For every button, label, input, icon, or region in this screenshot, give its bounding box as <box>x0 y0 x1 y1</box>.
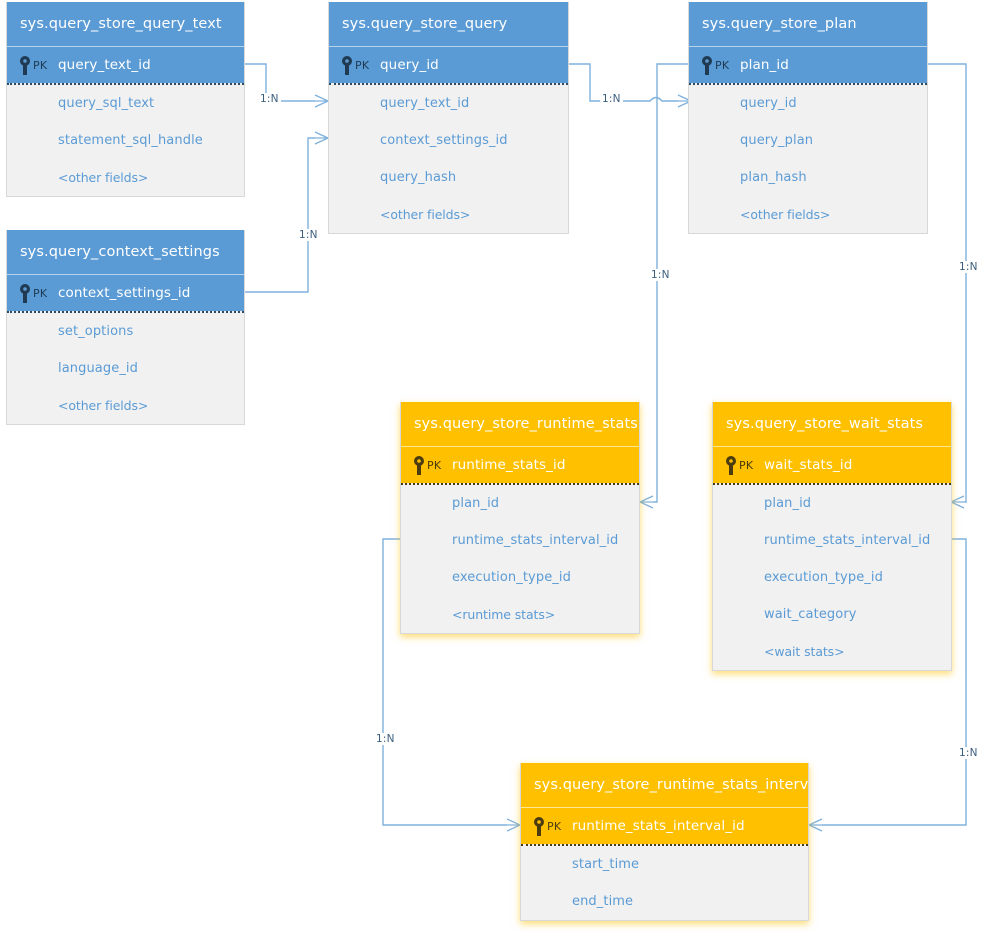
cardinality-label-plan-wait-stats: 1:N <box>957 261 980 273</box>
primary-key-row[interactable]: PK query_text_id <box>7 46 244 83</box>
key-icon <box>20 284 30 303</box>
pk-field-name: plan_id <box>740 57 789 73</box>
connector-context-settings-to-query <box>245 131 329 293</box>
pk-field-name: context_settings_id <box>58 285 191 301</box>
field-list: query_sql_text statement_sql_handle <oth… <box>7 83 244 196</box>
field-row-other: <other fields> <box>380 207 471 222</box>
pk-badge: PK <box>427 459 442 472</box>
field-list: query_text_id context_settings_id query_… <box>329 83 568 233</box>
field-row: execution_type_id <box>452 570 571 585</box>
pk-badge: PK <box>33 287 48 300</box>
field-row: query_id <box>740 96 797 111</box>
field-row: plan_id <box>764 496 812 511</box>
field-row: language_id <box>58 361 138 376</box>
entity-title: sys.query_store_wait_stats <box>713 402 951 446</box>
cardinality-label-context-settings-query: 1:N <box>297 229 320 241</box>
field-row: end_time <box>572 894 634 909</box>
field-row: execution_type_id <box>764 570 883 585</box>
pk-field-name: runtime_stats_interval_id <box>572 818 745 834</box>
field-row: plan_id <box>452 496 500 511</box>
field-list: set_options language_id <other fields> <box>7 311 244 424</box>
entity-query-store-runtime-stats[interactable]: sys.query_store_runtime_stats PK runtime… <box>400 402 640 634</box>
pk-field-name: query_text_id <box>58 57 151 73</box>
entity-query-store-wait-stats[interactable]: sys.query_store_wait_stats PK wait_stats… <box>712 402 952 671</box>
field-row: runtime_stats_interval_id <box>764 533 931 548</box>
field-row-other: <other fields> <box>58 170 149 185</box>
entity-title: sys.query_store_plan <box>689 2 927 46</box>
pk-field-name: query_id <box>380 57 439 73</box>
pk-badge: PK <box>547 820 562 833</box>
field-row: set_options <box>58 324 134 339</box>
field-list: plan_id runtime_stats_interval_id execut… <box>713 483 951 670</box>
key-icon <box>702 56 712 75</box>
pk-field-name: wait_stats_id <box>764 457 853 473</box>
cardinality-label-query-text-query: 1:N <box>258 93 281 105</box>
key-icon <box>20 56 30 75</box>
entity-title: sys.query_store_runtime_stats_interval <box>521 763 808 807</box>
field-row: query_plan <box>740 133 814 148</box>
key-icon <box>414 456 424 475</box>
key-icon <box>342 56 352 75</box>
field-list: plan_id runtime_stats_interval_id execut… <box>401 483 639 633</box>
connector-plan-to-runtime-stats <box>639 63 688 509</box>
entity-title: sys.query_store_query_text <box>7 2 244 46</box>
field-row-other: <other fields> <box>740 207 831 222</box>
key-icon <box>726 456 736 475</box>
entity-query-store-query[interactable]: sys.query_store_query PK query_id query_… <box>328 2 569 234</box>
connector-query-to-plan <box>569 63 692 108</box>
field-row: query_text_id <box>380 96 470 111</box>
pk-badge: PK <box>739 459 754 472</box>
field-row: wait_category <box>764 607 857 622</box>
field-row: plan_hash <box>740 170 807 185</box>
primary-key-row[interactable]: PK context_settings_id <box>7 274 244 311</box>
primary-key-row[interactable]: PK runtime_stats_id <box>401 446 639 483</box>
primary-key-row[interactable]: PK wait_stats_id <box>713 446 951 483</box>
key-icon <box>534 817 544 836</box>
entity-title: sys.query_store_runtime_stats <box>401 402 639 446</box>
field-list: start_time end_time <box>521 844 808 920</box>
cardinality-label-interval-runtime-stats: 1:N <box>374 733 397 745</box>
primary-key-row[interactable]: PK plan_id <box>689 46 927 83</box>
field-row-other: <runtime stats> <box>452 607 556 622</box>
pk-badge: PK <box>355 59 370 72</box>
field-row: statement_sql_handle <box>58 133 203 148</box>
field-row: query_hash <box>380 170 457 185</box>
entity-query-context-settings[interactable]: sys.query_context_settings PK context_se… <box>6 230 245 425</box>
entity-query-store-query-text[interactable]: sys.query_store_query_text PK query_text… <box>6 2 245 197</box>
field-row-other: <other fields> <box>58 398 149 413</box>
field-row: query_sql_text <box>58 96 155 111</box>
entity-query-store-runtime-stats-interval[interactable]: sys.query_store_runtime_stats_interval P… <box>520 763 809 921</box>
pk-field-name: runtime_stats_id <box>452 457 566 473</box>
field-row-other: <wait stats> <box>764 644 845 659</box>
field-list: query_id query_plan plan_hash <other fie… <box>689 83 927 233</box>
pk-badge: PK <box>715 59 730 72</box>
field-row: runtime_stats_interval_id <box>452 533 619 548</box>
field-row: context_settings_id <box>380 133 508 148</box>
primary-key-row[interactable]: PK runtime_stats_interval_id <box>521 807 808 844</box>
cardinality-label-query-plan: 1:N <box>600 93 623 105</box>
entity-title: sys.query_context_settings <box>7 230 244 274</box>
entity-query-store-plan[interactable]: sys.query_store_plan PK plan_id query_id… <box>688 2 928 234</box>
cardinality-label-plan-runtime-stats: 1:N <box>649 269 672 281</box>
cardinality-label-interval-wait-stats: 1:N <box>957 747 980 759</box>
primary-key-row[interactable]: PK query_id <box>329 46 568 83</box>
entity-title: sys.query_store_query <box>329 2 568 46</box>
pk-badge: PK <box>33 59 48 72</box>
field-row: start_time <box>572 857 640 872</box>
